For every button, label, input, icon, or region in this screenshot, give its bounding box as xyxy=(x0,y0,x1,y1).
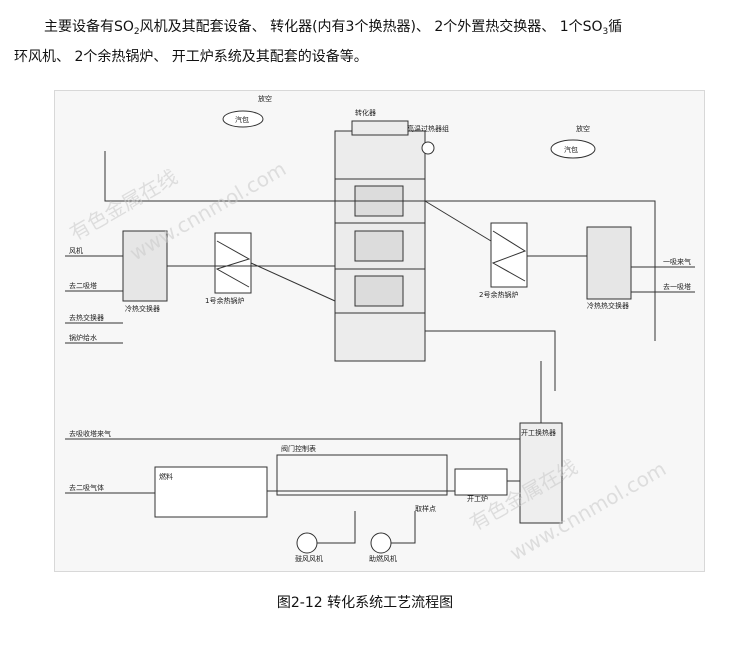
steam-drum-right xyxy=(550,139,596,159)
label-tank-right: 汽包 xyxy=(564,145,578,154)
label-bottom-in-2: 去二吸气体 xyxy=(69,483,104,492)
label-vent-right: 放空 xyxy=(576,124,590,133)
label-boiler-left: 1号余热锅炉 xyxy=(205,296,244,305)
label-out-right-2: 去一吸塔 xyxy=(663,282,691,291)
valve-box-outline xyxy=(276,454,448,496)
pipe-boiler-left-to-converter xyxy=(250,262,336,302)
label-tank-left: 汽包 xyxy=(235,115,249,124)
boiler-right-coil xyxy=(491,230,527,282)
label-in-left-1: 去二吸塔 xyxy=(69,281,97,290)
steam-drum-left xyxy=(222,110,264,128)
hot-hx-right-body xyxy=(586,226,632,300)
startup-hx-body xyxy=(519,422,563,524)
label-startup-hx: 开工换热器 xyxy=(521,428,556,437)
so2-subscript: 2 xyxy=(133,27,140,37)
internal-hx-3 xyxy=(354,275,404,307)
figure-caption: 图2-12 转化系统工艺流程图 xyxy=(276,595,454,611)
process-flow-diagram: 转化器 汽包 汽包 放空 放空 高温过热器组 风机 冷热交换器 1号余热锅炉 2… xyxy=(54,90,705,572)
boiler-left-coil xyxy=(215,240,251,288)
internal-hx-2 xyxy=(354,230,404,262)
hot-hx-left-body xyxy=(122,230,168,302)
startup-furnace-body xyxy=(454,468,508,496)
paragraph-line-1-a: 主要设备有SO xyxy=(44,19,134,35)
label-startup-furnace: 开工炉 xyxy=(467,494,488,503)
pipe-outer-loop xyxy=(104,151,656,341)
pipe-converter-bottom xyxy=(425,330,556,391)
label-fuel: 燃料 xyxy=(159,472,173,481)
boiler-left-body xyxy=(214,232,252,294)
label-in-left-3: 锅炉给水 xyxy=(69,333,97,342)
label-fan-2: 助燃风机 xyxy=(369,554,397,563)
label-out-right-1: 一吸来气 xyxy=(663,257,691,266)
pipe-fan-1 xyxy=(317,511,356,544)
label-sample: 取样点 xyxy=(415,504,436,513)
label-boiler-right: 2号余热锅炉 xyxy=(479,290,518,299)
fan-2-body xyxy=(370,532,392,554)
pipe-converter-to-boiler-right xyxy=(424,200,492,242)
process-flow-svg: 转化器 汽包 汽包 放空 放空 高温过热器组 风机 冷热交换器 1号余热锅炉 2… xyxy=(65,94,695,565)
label-hot-hx-right: 冷热热交换器 xyxy=(587,301,629,310)
top-pump xyxy=(421,141,435,155)
converter-top-cap xyxy=(351,120,409,136)
label-blower: 风机 xyxy=(69,246,83,255)
label-in-left-2: 去热交换器 xyxy=(69,313,104,322)
paragraph-line-2: 环风机、 2个余热锅炉、 开工炉系统及其配套的设备等。 xyxy=(14,49,368,65)
fan-1-body xyxy=(296,532,318,554)
burner-panel xyxy=(154,466,268,518)
label-hot-hx-left: 冷热交换器 xyxy=(125,304,160,313)
label-top-unit: 高温过热器组 xyxy=(407,124,449,133)
label-bottom-in-1: 去吸收塔来气 xyxy=(69,429,111,438)
watermark-2: www.cnnmol.com xyxy=(126,156,291,265)
label-vent-left: 放空 xyxy=(258,94,272,103)
label-fan-1: 鼓风风机 xyxy=(295,554,323,563)
paragraph-line-1-c: 循 xyxy=(608,19,623,35)
so3-subscript: 3 xyxy=(602,27,609,37)
paragraph-line-1-b: 风机及其配套设备、 转化器(内有3个换热器)、 2个外置热交换器、 1个SO xyxy=(139,19,603,35)
paragraph-line-1: 主要设备有SO2风机及其配套设备、 转化器(内有3个换热器)、 2个外置热交换器… xyxy=(44,14,622,45)
pipe-fan-2 xyxy=(391,511,416,544)
label-converter: 转化器 xyxy=(355,108,376,117)
label-valve-box: 阀门控制表 xyxy=(281,444,316,453)
